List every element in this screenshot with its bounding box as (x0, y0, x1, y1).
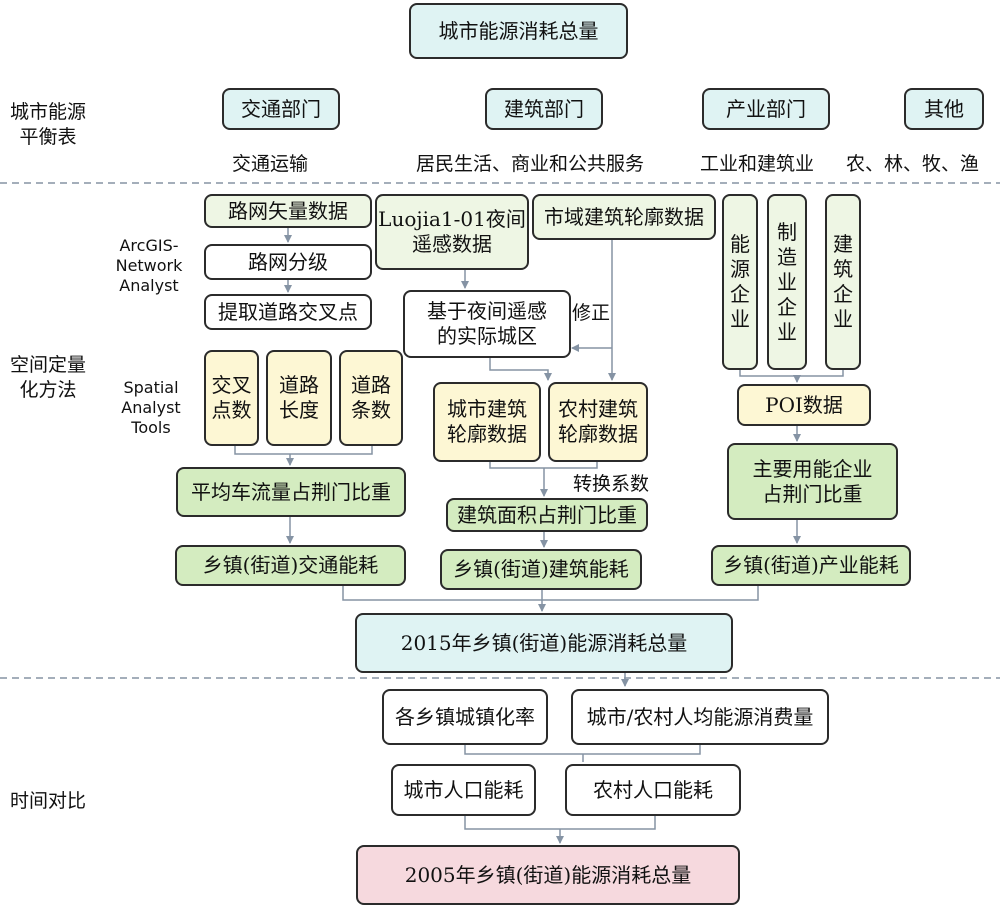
urbanization-box: 各乡镇城镇化率 (382, 689, 548, 745)
actual-urban-box: 基于夜间遥感 的实际城区 (403, 290, 571, 358)
ent-manufacturing-box: 制造业企业 (767, 194, 807, 370)
ent-energy-box: 能源企业 (722, 194, 758, 370)
metric-cross-box: 交叉点数 (204, 350, 259, 446)
metric-count-box: 道路条数 (339, 350, 403, 446)
dept-industry-box: 产业部门 (702, 88, 830, 130)
urban-outline-box: 城市建筑 轮廓数据 (433, 382, 541, 462)
dept-building-box: 建筑部门 (485, 88, 603, 130)
spatial-analyst-label: Spatial Analyst Tools (121, 378, 181, 437)
poi-box: POI数据 (737, 384, 871, 426)
rural-pop-box: 农村人口能耗 (565, 764, 741, 816)
traffic-energy-box: 乡镇(街道)交通能耗 (175, 545, 406, 586)
sub-building-text: 居民生活、商业和公共服务 (416, 153, 645, 175)
luojia-box: Luojia1-01夜间 遥感数据 (375, 194, 529, 270)
arcgis-label: ArcGIS- Network Analyst (115, 236, 183, 295)
rural-outline-box: 农村建筑 轮廓数据 (548, 382, 648, 462)
sub-industry-text: 工业和建筑业 (700, 153, 815, 175)
main-enterprise-box: 主要用能企业 占荆门比重 (727, 443, 898, 520)
sub-transport-text: 交通运输 (232, 153, 309, 175)
conversion-text: 转换系数 (573, 473, 650, 495)
spatial-section-label: 空间定量 化方法 (9, 354, 86, 401)
balance-section-label: 城市能源 平衡表 (9, 101, 86, 148)
dept-transport-box: 交通部门 (222, 88, 340, 130)
industry-energy-box: 乡镇(街道)产业能耗 (711, 545, 911, 586)
total-2005-box: 2005年乡镇(街道)能源消耗总量 (356, 845, 740, 905)
correction-text: 修正 (572, 302, 611, 324)
building-share-box: 建筑面积占荆门比重 (446, 498, 648, 532)
total-2015-box: 2015年乡镇(街道)能源消耗总量 (355, 613, 733, 673)
road-grade-box: 路网分级 (204, 244, 372, 280)
city-total-energy-box: 城市能源消耗总量 (409, 3, 628, 59)
traffic-share-box: 平均车流量占荆门比重 (176, 467, 406, 517)
building-energy-box: 乡镇(街道)建筑能耗 (440, 549, 642, 590)
intersections-box: 提取道路交叉点 (204, 294, 372, 330)
metric-length-box: 道路长度 (266, 350, 332, 446)
ent-construction-box: 建筑企业 (825, 194, 861, 370)
urban-pop-box: 城市人口能耗 (391, 764, 536, 816)
time-section-label: 时间对比 (9, 790, 86, 812)
city-outline-box: 市域建筑轮廓数据 (532, 194, 716, 240)
dept-other-box: 其他 (904, 88, 984, 130)
sub-other-text: 农、林、牧、渔 (846, 153, 980, 175)
road-vector-box: 路网矢量数据 (204, 194, 372, 228)
per-capita-box: 城市/农村人均能源消费量 (571, 689, 829, 745)
